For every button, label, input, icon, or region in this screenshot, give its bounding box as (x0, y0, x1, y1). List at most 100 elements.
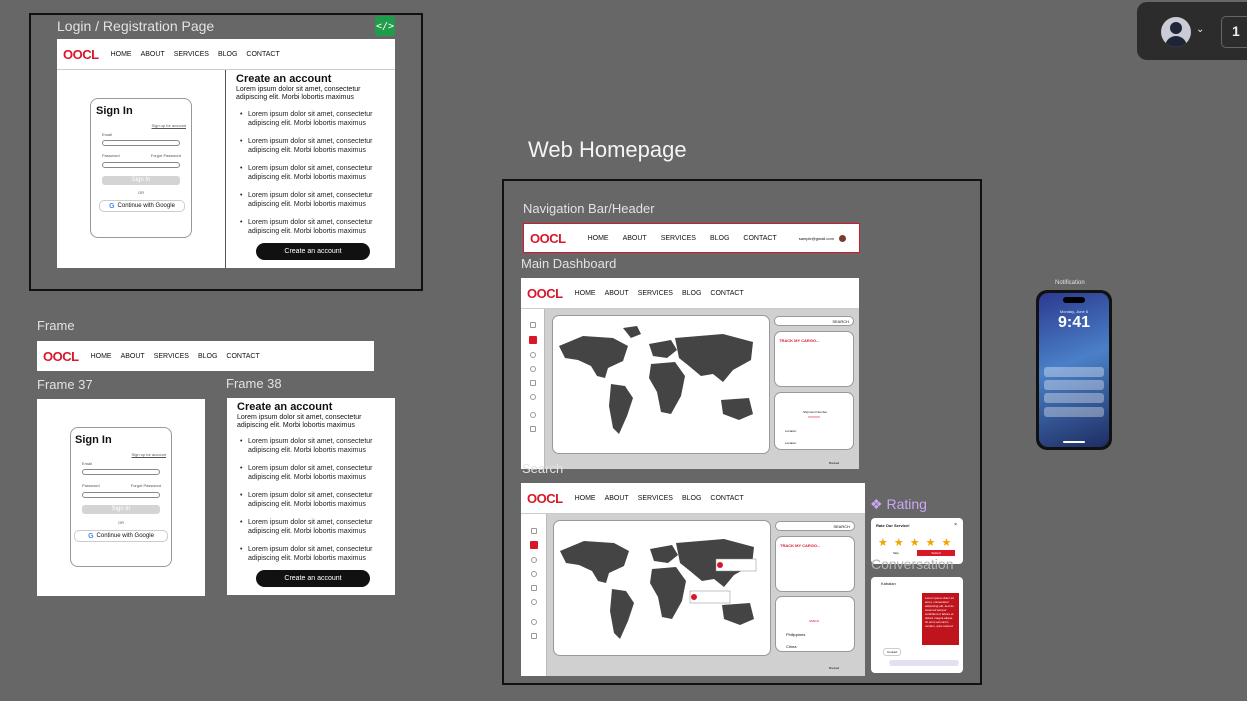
globe-icon[interactable] (530, 352, 536, 358)
nav-contact[interactable]: CONTACT (710, 494, 744, 502)
world-map-panel[interactable] (553, 520, 771, 656)
nav-about[interactable]: ABOUT (140, 50, 165, 58)
nav-about[interactable]: ABOUT (604, 289, 629, 297)
nav-home[interactable]: HOME (574, 289, 596, 297)
nav-contact[interactable]: CONTACT (743, 234, 777, 242)
bullet-item: Lorem ipsum dolor sit amet, consectetur … (238, 191, 378, 209)
signin-button[interactable]: Sign In (102, 176, 180, 185)
nav-services[interactable]: SERVICES (637, 289, 673, 297)
close-icon[interactable]: × (954, 522, 957, 528)
user-avatar-icon[interactable] (1161, 17, 1191, 47)
nav-contact[interactable]: CONTACT (226, 352, 260, 360)
cargo-icon[interactable] (530, 541, 538, 549)
origin-location: Philippines (786, 632, 806, 637)
grid-icon[interactable] (530, 322, 536, 328)
nav-blog[interactable]: BLOG (709, 234, 730, 242)
web-homepage-frame[interactable] (502, 179, 982, 685)
nav-blog[interactable]: BLOG (681, 494, 702, 502)
help-icon[interactable] (530, 412, 536, 418)
world-map-panel[interactable] (552, 315, 770, 454)
doc-icon[interactable] (531, 585, 537, 591)
logout-icon[interactable] (531, 633, 537, 639)
nav-about[interactable]: ABOUT (622, 234, 647, 242)
bullet-item: Lorem ipsum dolor sit amet, consectetur … (238, 137, 378, 155)
dashboard-navbar: OOCL HOME ABOUT SERVICES BLOG CONTACT (521, 278, 859, 309)
nav-about[interactable]: ABOUT (120, 352, 145, 360)
clock-icon[interactable] (530, 366, 536, 372)
notification-item[interactable] (1044, 393, 1104, 403)
navbar-header-label: Navigation Bar/Header (523, 201, 655, 216)
nav-blog[interactable]: BLOG (217, 50, 238, 58)
search-button[interactable]: SEARCH (833, 524, 850, 529)
google-button[interactable]: G Continue with Google (74, 530, 168, 542)
password-field[interactable] (82, 492, 160, 498)
notification-item[interactable] (1044, 407, 1104, 417)
cargo-icon[interactable] (529, 336, 537, 344)
globe-icon[interactable] (531, 557, 537, 563)
nav-contact[interactable]: CONTACT (710, 289, 744, 297)
clock-icon[interactable] (531, 571, 537, 577)
forgot-password-link[interactable]: Forgot Password (150, 153, 181, 158)
notification-item[interactable] (1044, 367, 1104, 377)
star-icon[interactable]: ★ (909, 537, 920, 549)
oocl-logo[interactable]: OOCL (43, 348, 79, 364)
search-box[interactable]: SEARCH (775, 521, 855, 531)
zoom-box[interactable]: 1 (1221, 16, 1247, 48)
nav-blog[interactable]: BLOG (197, 352, 218, 360)
nav-home[interactable]: HOME (587, 234, 609, 242)
oocl-logo[interactable]: OOCL (527, 285, 563, 301)
nav-home[interactable]: HOME (574, 494, 596, 502)
nav-services[interactable]: SERVICES (153, 352, 189, 360)
star-icon[interactable]: ★ (941, 537, 952, 549)
bullet-item: Lorem ipsum dolor sit amet, consectetur … (238, 545, 380, 563)
nav-home[interactable]: HOME (110, 50, 132, 58)
oocl-logo[interactable]: OOCL (63, 46, 99, 62)
nav-contact[interactable]: CONTACT (246, 50, 280, 58)
oocl-logo[interactable]: OOCL (530, 230, 566, 246)
star-icon[interactable]: ★ (893, 537, 904, 549)
help-icon[interactable] (531, 619, 537, 625)
create-account-button[interactable]: Create an account (256, 570, 370, 587)
signin-button[interactable]: Sign In (82, 505, 160, 514)
submit-button[interactable]: Submit (917, 550, 955, 556)
chat-input[interactable] (889, 660, 959, 666)
code-icon[interactable]: </> (375, 16, 395, 36)
doc-icon[interactable] (530, 380, 536, 386)
email-field[interactable] (82, 469, 160, 475)
skip-button[interactable]: Skip (893, 551, 899, 555)
password-field[interactable] (102, 162, 180, 168)
nav-about[interactable]: ABOUT (604, 494, 629, 502)
nav-services[interactable]: SERVICES (637, 494, 673, 502)
track-cargo-title: TRACK MY CARGO... (779, 338, 820, 343)
signup-link[interactable]: Sign up for account (131, 452, 166, 457)
conversation-label: Conversation (871, 556, 954, 572)
forgot-password-link[interactable]: Forgot Password (130, 483, 161, 488)
chevron-down-icon[interactable]: ⌄ (1196, 24, 1205, 35)
logout-icon[interactable] (530, 426, 536, 432)
star-icon[interactable]: ★ (925, 537, 936, 549)
track-cargo-panel: TRACK MY CARGO... (774, 331, 854, 387)
grid-icon[interactable] (531, 528, 537, 534)
signup-link[interactable]: Sign up for account (151, 123, 186, 128)
login-registration-frame[interactable] (29, 13, 423, 291)
nav-home[interactable]: HOME (90, 352, 112, 360)
google-button[interactable]: G Continue with Google (99, 200, 185, 212)
create-account-button[interactable]: Create an account (256, 243, 370, 260)
signin-title: Sign In (75, 434, 112, 446)
search-box[interactable]: SEARCH (774, 316, 854, 326)
google-icon: G (88, 532, 94, 540)
notification-item[interactable] (1044, 380, 1104, 390)
track-cargo-panel: TRACK MY CARGO... (775, 536, 855, 592)
settings-icon[interactable] (531, 599, 537, 605)
oocl-logo[interactable]: OOCL (527, 490, 563, 506)
nav-services[interactable]: SERVICES (173, 50, 209, 58)
contact-chip[interactable]: Contact (883, 648, 902, 656)
search-button[interactable]: SEARCH (832, 319, 849, 324)
avatar[interactable] (838, 234, 846, 242)
nav-blog[interactable]: BLOG (681, 289, 702, 297)
nav-services[interactable]: SERVICES (660, 234, 696, 242)
star-icon[interactable]: ★ (878, 537, 888, 549)
frame38: Create an account Lorem ipsum dolor sit … (227, 398, 395, 595)
email-field[interactable] (102, 140, 180, 146)
settings-icon[interactable] (530, 394, 536, 400)
